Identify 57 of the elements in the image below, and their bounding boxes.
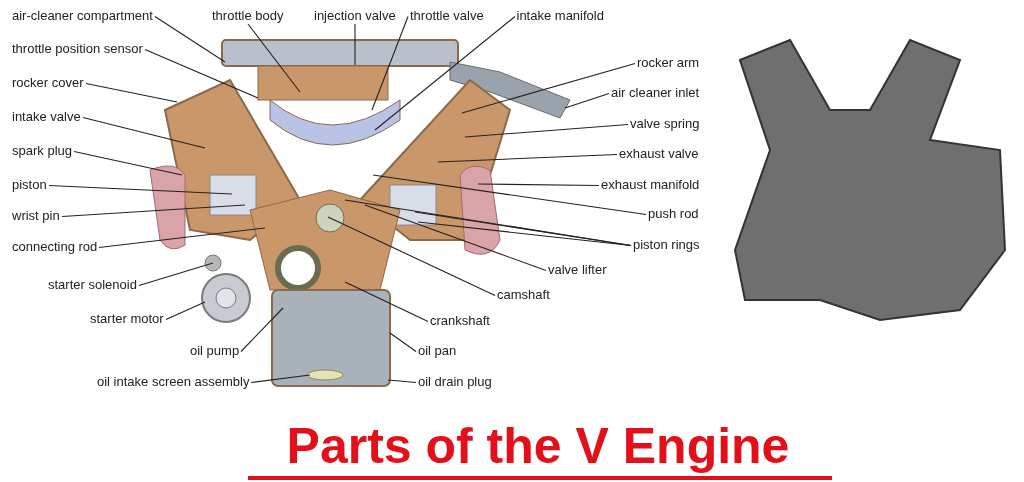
part-label: piston rings [633, 237, 700, 252]
part-label: starter motor [90, 311, 164, 326]
part-label: connecting rod [12, 239, 98, 254]
leader-line [240, 307, 284, 353]
title: Parts of the V Engine [285, 418, 791, 474]
part-label: camshaft [497, 287, 550, 302]
part-label: throttle body [212, 8, 284, 23]
part-label: oil intake screen assembly [97, 374, 250, 389]
leader-line [344, 199, 632, 247]
leader-line [247, 23, 301, 93]
leader-line [374, 15, 516, 131]
leader-line [138, 262, 214, 287]
part-label: intake valve [12, 109, 81, 124]
leader-line [327, 216, 496, 297]
part-label: starter solenoid [48, 277, 137, 292]
part-label: injection valve [314, 8, 396, 23]
part-label: valve lifter [548, 262, 607, 277]
leader-line [82, 116, 206, 149]
leader-line [477, 183, 600, 187]
leader-line [354, 23, 356, 66]
part-label: air-cleaner compartment [12, 8, 153, 23]
part-label: crankshaft [430, 313, 490, 328]
part-label: wrist pin [12, 208, 60, 223]
leader-line [461, 62, 636, 114]
part-label: intake manifold [516, 8, 604, 23]
leader-line [250, 374, 311, 384]
part-label: oil pump [190, 343, 240, 358]
leader-line [85, 82, 178, 103]
part-label: throttle valve [410, 8, 484, 23]
part-label: rocker arm [637, 55, 700, 70]
part-label: oil drain plug [418, 374, 492, 389]
part-label: valve spring [630, 116, 700, 131]
leader-line [364, 204, 547, 272]
leader-line [344, 281, 429, 323]
leader-line [48, 184, 233, 195]
leader-line [437, 153, 618, 163]
part-label: throttle position sensor [12, 41, 143, 56]
part-label: push rod [648, 206, 699, 221]
leader-line [389, 332, 417, 353]
leader-line [387, 379, 417, 384]
part-label: exhaust manifold [601, 177, 700, 192]
leader-line [372, 174, 647, 216]
part-label: piston [12, 177, 47, 192]
leader-line [98, 227, 266, 249]
part-label: exhaust valve [619, 146, 699, 161]
leader-line [154, 15, 226, 63]
part-label: air cleaner inlet [611, 85, 700, 100]
part-label: rocker cover [12, 75, 84, 90]
leader-line [61, 204, 246, 218]
leader-line [564, 92, 610, 109]
leader-line [165, 301, 206, 321]
part-label: oil pan [418, 343, 457, 358]
leader-line [464, 123, 629, 138]
leader-line [144, 48, 259, 99]
leader-line [371, 15, 409, 111]
leader-line [73, 150, 183, 176]
part-label: spark plug [12, 143, 72, 158]
